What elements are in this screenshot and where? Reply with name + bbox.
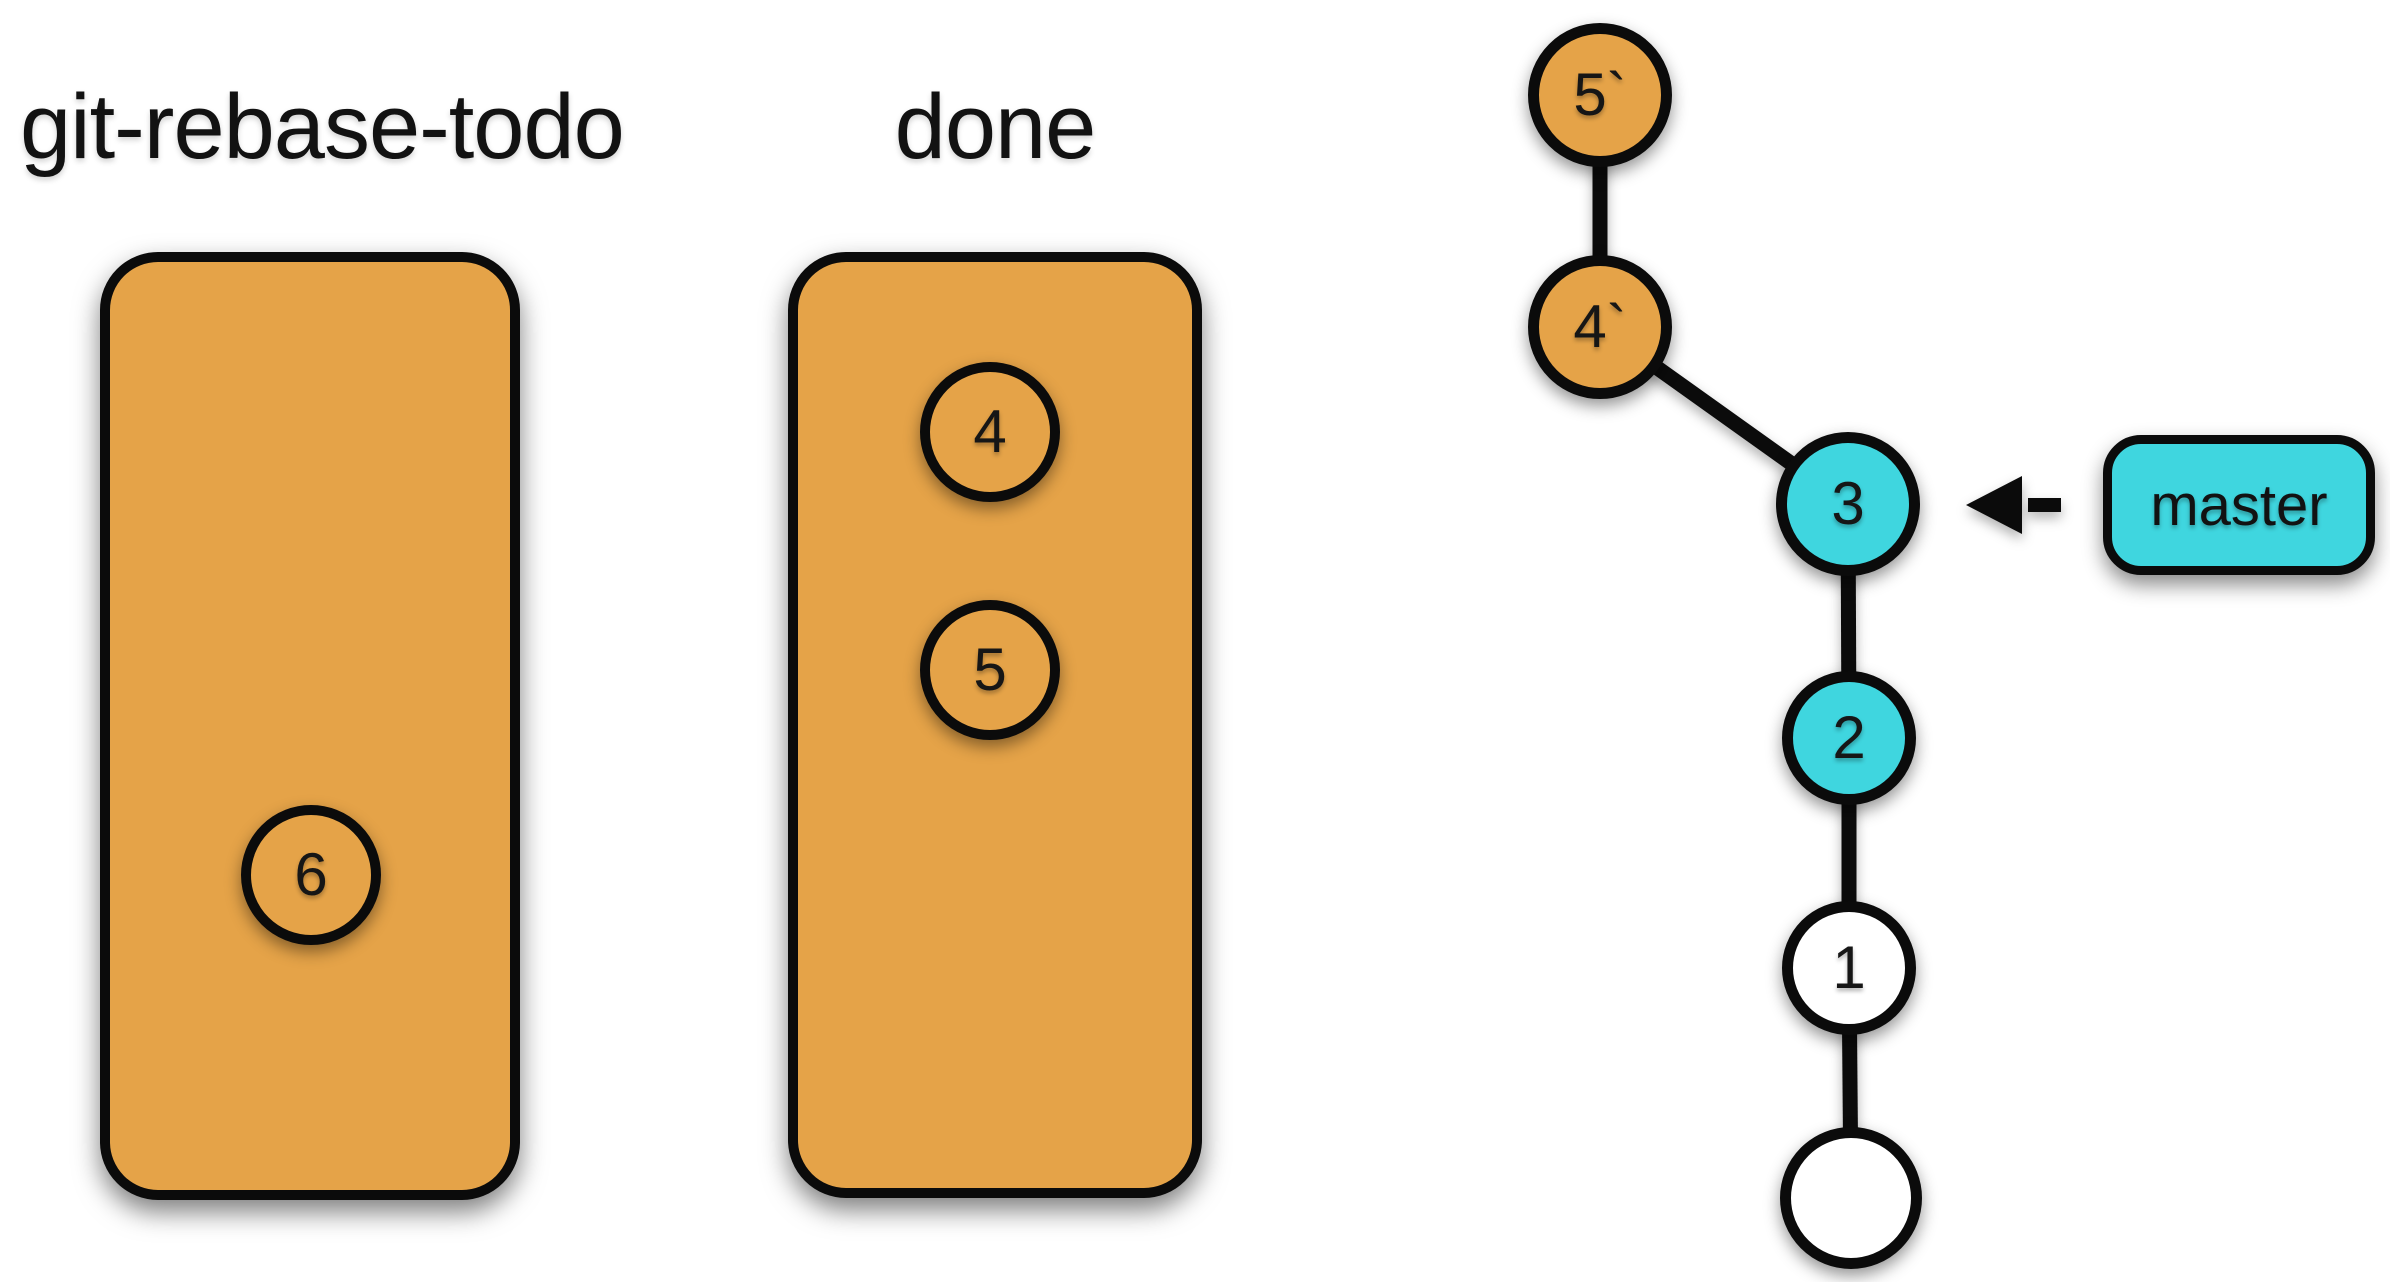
commit-label: 2 xyxy=(1832,704,1866,771)
commit-label: 3 xyxy=(1831,470,1865,537)
panel-title-done: done xyxy=(894,76,1097,178)
commit-label: 6 xyxy=(294,841,328,908)
commit-label: 5 xyxy=(973,636,1007,703)
commit-label: 4` xyxy=(1573,293,1627,360)
commit-circle-4: 4 xyxy=(920,362,1060,502)
commit-label: 4 xyxy=(973,398,1007,465)
commit-node-3: 3 xyxy=(1776,432,1920,576)
commit-circle-6: 6 xyxy=(241,805,381,945)
commit-node-5-prime: 5` xyxy=(1528,23,1672,167)
commit-node-1: 1 xyxy=(1782,901,1916,1035)
commit-label: 1 xyxy=(1832,934,1866,1001)
panel-title-git-rebase-todo: git-rebase-todo xyxy=(20,76,625,178)
master-pointer-arrow-head xyxy=(1966,476,2022,534)
master-pointer-arrow-shaft xyxy=(2028,498,2061,512)
commit-circle-5: 5 xyxy=(920,600,1060,740)
branch-label-master: master xyxy=(2103,435,2375,575)
commit-node-4-prime: 4` xyxy=(1528,255,1672,399)
commit-node-root xyxy=(1780,1127,1922,1269)
commit-label: 5` xyxy=(1573,61,1627,128)
commit-node-2: 2 xyxy=(1782,671,1916,805)
branch-label-text: master xyxy=(2150,472,2328,538)
panel-git-rebase-todo: 6 xyxy=(100,252,520,1200)
